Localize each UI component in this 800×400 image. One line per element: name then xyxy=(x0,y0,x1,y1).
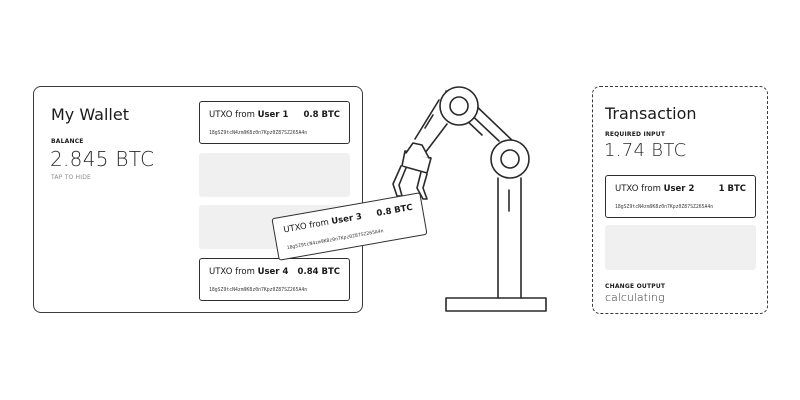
wallet-title: My Wallet xyxy=(51,105,129,124)
transaction-title: Transaction xyxy=(605,104,697,123)
utxo-amount: 0.8 BTC xyxy=(375,202,414,220)
utxo-card-user-4[interactable]: UTXO from User 4 0.84 BTC 18gSZ9tcN4zm9K… xyxy=(199,258,350,301)
utxo-from-label: UTXO from User 4 xyxy=(209,267,289,277)
utxo-address: 18gSZ9tcN4zm9K8z0n7Kpz0Z87SZ265A4n xyxy=(615,205,714,210)
tap-to-hide-hint[interactable]: TAP TO HIDE xyxy=(51,174,92,181)
empty-utxo-slot xyxy=(199,153,350,197)
utxo-address: 18gSZ9tcN4zm9K8z0n7Kpz0Z87SZ265A4n xyxy=(209,131,308,136)
robot-arm-icon xyxy=(392,86,547,312)
utxo-from-label: UTXO from User 2 xyxy=(615,184,695,194)
required-input-label: REQUIRED INPUT xyxy=(605,131,666,138)
balance-label: BALANCE xyxy=(51,138,84,145)
utxo-amount: 1 BTC xyxy=(718,184,746,194)
transaction-panel: Transaction REQUIRED INPUT 1.74 BTC UTXO… xyxy=(592,86,768,314)
change-output-value: calculating xyxy=(605,291,665,304)
utxo-card-user-1[interactable]: UTXO from User 1 0.8 BTC 18gSZ9tcN4zm9K8… xyxy=(199,101,350,144)
utxo-card-user-2[interactable]: UTXO from User 2 1 BTC 18gSZ9tcN4zm9K8z0… xyxy=(605,175,756,218)
utxo-amount: 0.84 BTC xyxy=(297,267,340,277)
utxo-address: 18gSZ9tcN4zm9K8z0n7Kpz0Z87SZ265A4n xyxy=(209,288,308,293)
required-input-value: 1.74 BTC xyxy=(604,140,687,161)
change-output-label: CHANGE OUTPUT xyxy=(605,283,666,290)
utxo-from-label: UTXO from User 1 xyxy=(209,110,289,120)
empty-input-slot xyxy=(605,225,756,270)
balance-value[interactable]: 2.845 BTC xyxy=(50,147,155,171)
utxo-amount: 0.8 BTC xyxy=(303,110,340,120)
wallet-panel: My Wallet BALANCE 2.845 BTC TAP TO HIDE … xyxy=(33,86,363,313)
utxo-from-label: UTXO from User 3 xyxy=(282,211,363,236)
